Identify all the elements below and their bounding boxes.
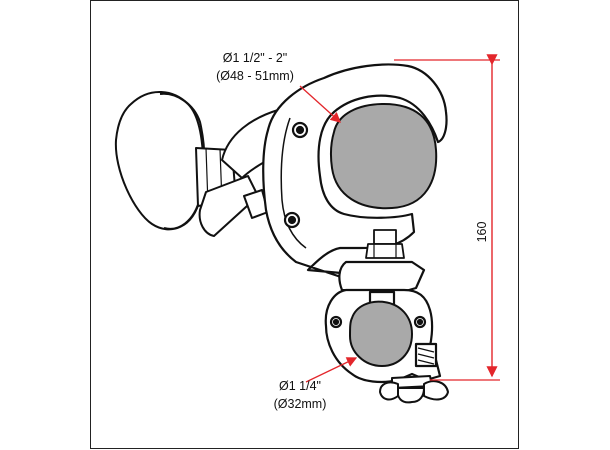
large-tube-size-label: Ø1 1/2" - 2" [223, 51, 287, 65]
hook-ridge [280, 117, 307, 249]
upper-rivet-center [295, 125, 305, 135]
large-tube [329, 102, 438, 210]
coupler-plate [338, 260, 426, 294]
small-tube-metric-label: (Ø32mm) [274, 397, 327, 411]
nut-facets [373, 244, 397, 258]
nut [365, 243, 405, 259]
height-dimension: 160 [394, 54, 500, 381]
spring-coils [417, 347, 435, 365]
small-tube-section [348, 300, 414, 368]
wing-nut-icon [379, 375, 449, 404]
small-tube-size-label: Ø1 1/4" [279, 379, 321, 393]
height-dimension-label: 160 [475, 222, 489, 243]
small-tube [348, 300, 414, 368]
wing-nut-hub [396, 387, 425, 404]
large-tube-leader [299, 85, 341, 123]
lower-lever [198, 175, 259, 237]
coupler-flange [338, 260, 426, 294]
knob-disc [114, 90, 205, 231]
spring-housing [414, 342, 438, 368]
right-rivet-center [416, 318, 424, 326]
lower-rivet-center [287, 215, 297, 225]
left-rivet-center [332, 318, 340, 326]
hex-nut-icon [365, 229, 405, 259]
large-tube-metric-label: (Ø48 - 51mm) [216, 69, 294, 83]
wing-left [379, 381, 399, 401]
large-tube-section [329, 102, 438, 210]
t-handle [114, 90, 237, 231]
bolt-thread [373, 229, 397, 245]
wing-right [423, 380, 449, 401]
small-tube-leader [305, 357, 358, 383]
